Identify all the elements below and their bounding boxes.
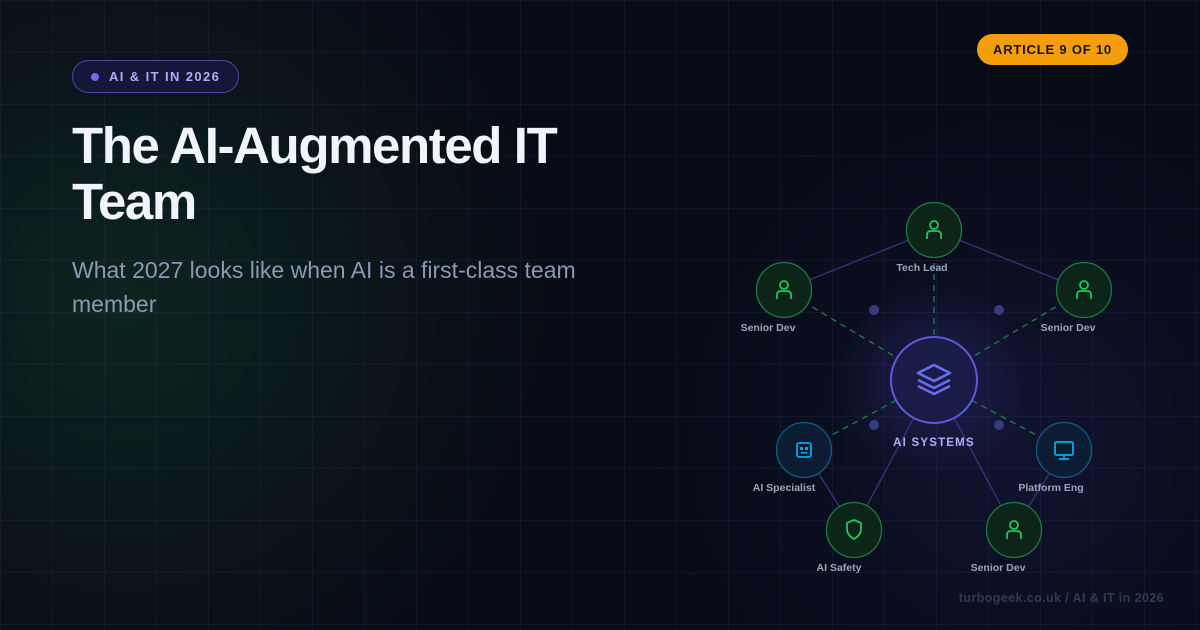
- node-label: Senior Dev: [1041, 322, 1096, 334]
- series-badge: ARTICLE 9 OF 10: [977, 34, 1128, 65]
- robot-eyes-icon: [800, 447, 808, 454]
- person-icon: [776, 280, 792, 299]
- node-senior-dev-right[interactable]: Senior Dev: [1041, 261, 1113, 335]
- person-icon: [1006, 520, 1022, 539]
- page-title: The AI-Augmented IT Team: [72, 117, 558, 230]
- category-pill-label: AI & IT IN 2026: [109, 69, 221, 84]
- node-platform-eng[interactable]: Platform Eng: [1018, 421, 1093, 495]
- category-pill: AI & IT IN 2026: [72, 60, 240, 93]
- person-icon: [926, 220, 942, 239]
- shield-icon: [846, 519, 862, 540]
- decor-dots: [869, 305, 1004, 430]
- hub-label: AI SYSTEMS: [893, 437, 975, 449]
- node-label: Senior Dev: [741, 322, 796, 334]
- node-label: Platform Eng: [1018, 482, 1083, 494]
- node-label: Senior Dev: [971, 562, 1026, 574]
- node-senior-dev-left[interactable]: Senior Dev: [741, 261, 813, 335]
- node-label: AI Specialist: [753, 482, 816, 494]
- node-label: AI Safety: [817, 562, 862, 574]
- layers-icon: [916, 363, 952, 396]
- node-ai-specialist[interactable]: AI Specialist: [753, 421, 833, 495]
- node-label: Tech Lead: [896, 262, 947, 274]
- node-ai-safety[interactable]: AI Safety: [817, 501, 883, 575]
- footer-credit: turbogeek.co.uk / AI & IT in 2026: [958, 591, 1164, 605]
- page-subtitle: What 2027 looks like when AI is a first-…: [72, 257, 576, 317]
- pill-dot-icon: [91, 72, 99, 81]
- node-senior-dev-bottom[interactable]: Senior Dev: [971, 501, 1043, 575]
- hub-ai-systems[interactable]: AI SYSTEMS: [890, 336, 978, 449]
- node-tech-lead[interactable]: Tech Lead: [896, 201, 963, 275]
- person-icon: [1076, 280, 1092, 299]
- robot-icon: [796, 442, 812, 458]
- monitor-icon: [1054, 441, 1074, 460]
